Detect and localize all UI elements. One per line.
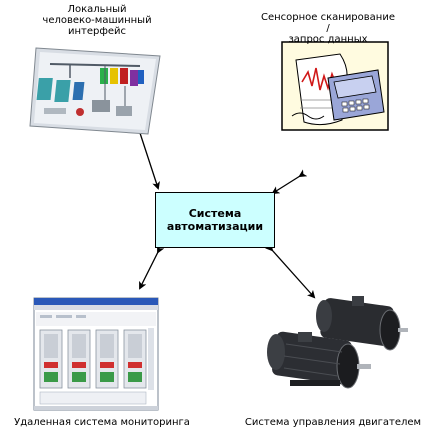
sensor-scanning-caption: Сенсорное сканирование / запрос данных — [258, 12, 398, 45]
sensor-caption-line2: запрос данных — [288, 34, 368, 45]
remote-monitoring-caption: Удаленная система мониторинга — [14, 417, 190, 428]
automation-system-box: Система автоматизации — [155, 192, 275, 248]
arrow-top-right — [271, 169, 308, 195]
sensor-caption-line1: Сенсорное сканирование / — [260, 12, 395, 34]
arrow-top-left — [134, 126, 160, 190]
center-title-line2: автоматизации — [166, 220, 264, 233]
hmi-caption: Локальный человеко-машинный интерфейс — [37, 4, 157, 37]
hmi-caption-line3: интерфейс — [67, 26, 127, 37]
motor-control-caption: Система управления двигателем — [244, 417, 422, 428]
arrow-bottom-right — [265, 242, 316, 299]
hmi-caption-line2: человеко-машинный — [42, 15, 152, 26]
arrow-bottom-left — [139, 244, 165, 290]
hmi-caption-line1: Локальный — [67, 4, 127, 15]
center-title-line1: Система — [188, 207, 242, 220]
